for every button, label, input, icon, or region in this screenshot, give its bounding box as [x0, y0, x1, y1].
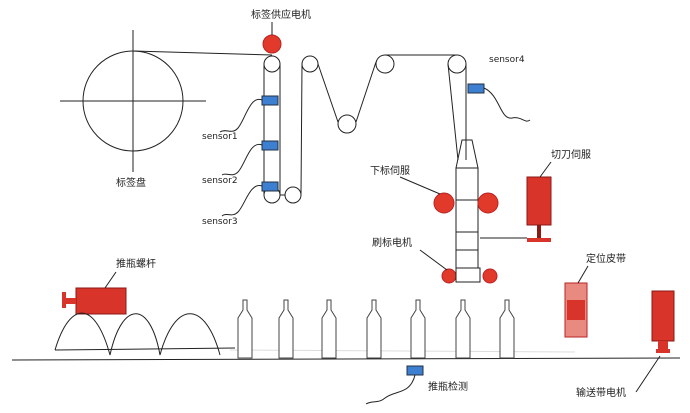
bottle [278, 299, 294, 359]
conveyor-motor-shaft [658, 341, 668, 349]
screw-leader [104, 271, 117, 289]
bottles [237, 299, 515, 359]
sensor3-icon [261, 181, 279, 192]
brush-motor-left-icon [441, 268, 457, 284]
conveyor-motor-leader [635, 355, 661, 393]
brush-motor-right-icon [482, 268, 498, 284]
bottle [499, 299, 515, 359]
bottle-detect-label: 推瓶检测 [428, 380, 468, 393]
cutter-servo-label: 切刀伺服 [551, 148, 591, 161]
sensor2-icon [261, 140, 279, 151]
label-supply-motor-icon [262, 34, 282, 54]
screw-label: 推瓶螺杆 [116, 257, 156, 270]
label-disk-label: 标签盘 [116, 176, 146, 189]
lower-label-servo-label: 下标伺服 [370, 164, 410, 177]
sensor3-label: sensor3 [202, 217, 238, 227]
screw-motor-shaft [66, 298, 76, 304]
screw-motor-flange [62, 292, 66, 308]
positioning-belt-leader [577, 265, 589, 284]
brush-motor-leader [419, 249, 448, 271]
bottle-detect-sensor-icon [406, 365, 424, 376]
positioning-belt-label: 定位皮带 [586, 252, 626, 265]
conveyor-motor-label: 输送带电机 [576, 386, 626, 399]
label-supply-motor-label: 标签供应电机 [251, 8, 311, 21]
lower-label-servo-right-icon [477, 192, 499, 214]
sensor1-label: sensor1 [202, 132, 238, 142]
screw-motor-icon [75, 287, 127, 315]
lower-label-servo-left-icon [433, 192, 455, 214]
bottle [321, 299, 337, 359]
sensor4-icon [467, 83, 485, 94]
bottle [410, 299, 426, 359]
sensor1-icon [261, 95, 279, 106]
label-path [132, 50, 467, 204]
sensors [261, 83, 485, 376]
sensor2-label: sensor2 [202, 176, 238, 186]
brush-motor-label: 刷标电机 [372, 236, 412, 249]
bottle [237, 299, 253, 359]
lower-label-servo-leader [399, 176, 441, 195]
positioning-belt-core [567, 300, 585, 320]
cutter-servo-base [527, 238, 551, 242]
sensor-wires [219, 87, 531, 405]
label-applicator [455, 139, 479, 269]
sensor4-label: sensor4 [489, 55, 525, 65]
screw-thread [54, 312, 221, 356]
cutter-servo-icon [526, 176, 552, 226]
conveyor-motor-base [656, 349, 670, 353]
brush-roller [455, 267, 481, 283]
screw-shaft [54, 347, 236, 351]
cutter-servo-leader [539, 161, 552, 178]
conveyor-motor-icon [651, 290, 675, 342]
conveyor-line [11, 357, 681, 361]
bottle [455, 299, 471, 359]
bottle [366, 299, 382, 359]
